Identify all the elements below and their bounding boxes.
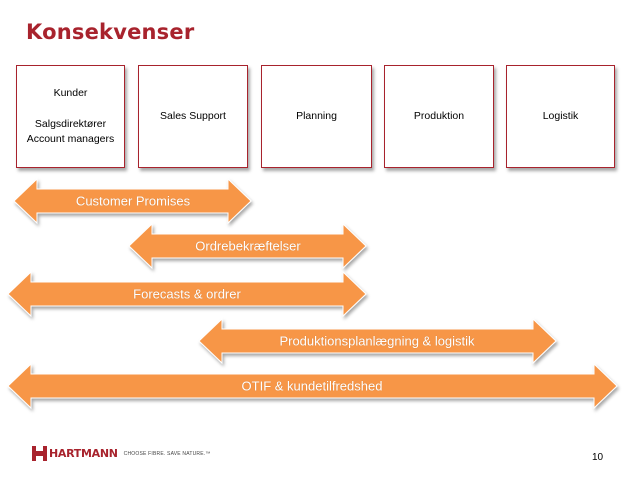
hartmann-logo-mark-icon — [32, 446, 47, 461]
arrow-label-forecasts-ordrer: Forecasts & ordrer — [133, 286, 241, 302]
box-planning-label: Planning — [296, 109, 337, 122]
box-sales-support-label: Sales Support — [160, 109, 226, 122]
arrow-forecasts-ordrer — [7, 270, 367, 318]
box-produktion-label: Produktion — [413, 109, 465, 122]
box-kunder-line-4: Account managers — [26, 132, 115, 145]
arrow-customer-promises — [13, 177, 252, 225]
slide-title: Konsekvenser — [26, 20, 195, 44]
arrow-label-produktionsplanlaegning: Produktionsplanlægning & logistik — [279, 333, 475, 349]
box-logistik: Logistik — [506, 65, 615, 168]
arrow-otif — [7, 362, 618, 410]
box-kunder-line-3: Salgsdirektører — [34, 117, 107, 130]
arrow-label-customer-promises: Customer Promises — [75, 193, 191, 209]
box-kunder-line-1: Kunder — [53, 87, 88, 100]
box-kunder: Kunder Salgsdirektører Account managers — [16, 65, 125, 168]
box-planning: Planning — [261, 65, 372, 168]
arrow-label-ordrebekraeftelser: Ordrebekræftelser — [195, 238, 301, 254]
box-sales-support: Sales Support — [138, 65, 248, 168]
page-number: 10 — [592, 452, 604, 463]
hartmann-logo: HARTMANN CHOOSE FIBRE. SAVE NATURE.™ — [32, 446, 211, 461]
hartmann-logo-text: HARTMANN — [49, 447, 118, 460]
arrow-label-otif: OTIF & kundetilfredshed — [241, 378, 383, 394]
arrow-produktionsplanlaegning — [198, 317, 557, 365]
arrow-ordrebekraeftelser — [128, 222, 367, 270]
box-logistik-label: Logistik — [542, 109, 579, 122]
box-produktion: Produktion — [384, 65, 494, 168]
hartmann-slogan: CHOOSE FIBRE. SAVE NATURE.™ — [123, 450, 211, 457]
